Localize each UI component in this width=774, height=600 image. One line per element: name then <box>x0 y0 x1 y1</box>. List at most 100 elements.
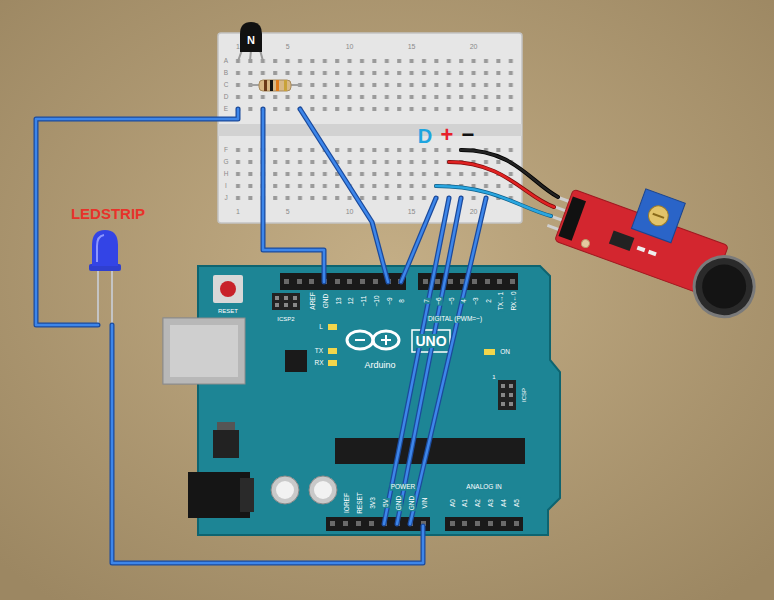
blue-wire-part-part <box>112 325 423 563</box>
sound-sensor-module-part <box>609 230 634 251</box>
sound-sensor-module-part <box>646 203 672 229</box>
arduino-board-part-part <box>497 279 502 284</box>
arduino-board-part <box>163 318 245 384</box>
led-symbol-part <box>97 270 99 325</box>
sound-sensor-module-part <box>686 248 763 325</box>
resistor-symbol-part <box>264 80 267 91</box>
arduino-board-part <box>484 349 495 355</box>
transistor-symbol <box>238 22 263 61</box>
pin-label: TX→1 <box>497 291 504 311</box>
blue-wire-part-part <box>401 198 436 282</box>
arduino-board-part-part <box>472 279 477 284</box>
pin-label: 13 <box>335 296 342 305</box>
sound-sensor-module-part <box>648 250 657 256</box>
led-label: TX <box>314 348 324 355</box>
pin-label: 8 <box>398 298 405 304</box>
arduino-board-part-part <box>450 521 455 526</box>
arduino-board-part-part <box>335 279 340 284</box>
blue-wire-part-part <box>410 198 486 524</box>
arduino-board-part-part <box>356 521 361 526</box>
arduino-board-part <box>213 275 243 303</box>
arduino-board-part <box>240 478 254 512</box>
sensor-wire-part <box>449 162 554 207</box>
column-number: 5 <box>286 208 290 215</box>
arduino-board-part <box>328 360 337 366</box>
arduino-board-part <box>498 380 516 410</box>
pin-label: A5 <box>514 498 521 508</box>
row-letter: C <box>224 82 229 89</box>
sensor-wire-part <box>436 186 551 216</box>
arduino-board-part <box>271 476 299 504</box>
pin-label: A1 <box>462 498 469 508</box>
header-label: ICSP <box>521 387 527 403</box>
pin-label: GND <box>408 495 415 511</box>
pin-label: ~3 <box>472 296 479 305</box>
blue-wire-part-part <box>397 198 461 524</box>
pin-label: IOREF <box>343 492 350 514</box>
arduino-board-part <box>347 331 373 349</box>
sensor-wire-part <box>449 162 554 207</box>
row-letter: G <box>223 159 228 166</box>
pin-label: 2 <box>485 298 492 304</box>
pin-label: A2 <box>475 498 482 508</box>
arduino-board-part <box>213 430 239 458</box>
pin-label: 3V3 <box>369 496 376 510</box>
row-letter: J <box>224 195 227 202</box>
component-label: LEDSTRIP <box>71 206 145 221</box>
column-number: 1 <box>236 43 240 50</box>
column-number: 10 <box>346 208 354 215</box>
breadboard-part <box>232 144 517 204</box>
led-symbol-part <box>97 235 104 262</box>
pin-label: 7 <box>423 298 430 304</box>
arduino-board-part <box>272 293 300 310</box>
sound-sensor-module-part <box>631 189 685 243</box>
arduino-board-part-part <box>373 279 378 284</box>
arduino-board-part-part <box>330 521 335 526</box>
arduino-board-part-part <box>369 521 374 526</box>
column-number: 15 <box>408 208 416 215</box>
arduino-board-part <box>373 331 399 349</box>
arduino-board-part <box>220 281 236 297</box>
arduino-board-part <box>276 481 294 499</box>
blue-wire-part-part <box>397 198 461 524</box>
led-symbol-part <box>111 270 113 325</box>
pin-label: ~6 <box>435 296 442 305</box>
arduino-board-part-part <box>284 279 289 284</box>
arduino-board-part <box>509 384 513 388</box>
blue-wire-part-part <box>300 109 388 282</box>
arduino-board-part <box>314 481 332 499</box>
arduino-board-part-part <box>462 521 467 526</box>
header-label: DIGITAL (PWM=~) <box>427 316 483 323</box>
pin-label: − <box>462 124 475 146</box>
row-letter: F <box>224 147 228 154</box>
sensor-wire-part <box>436 186 551 216</box>
arduino-board-part <box>328 348 337 354</box>
pin-label: RX←0 <box>510 290 517 311</box>
sensor-wire <box>436 150 558 216</box>
arduino-board-part-part <box>309 279 314 284</box>
arduino-board-part <box>328 324 337 330</box>
row-letter: E <box>224 106 228 113</box>
arduino-board-part <box>445 517 523 531</box>
pin-label: GND <box>395 495 402 511</box>
transistor-marking: N <box>247 35 255 46</box>
sound-sensor-module-part <box>696 258 752 314</box>
arduino-board-part <box>275 303 279 307</box>
led-label: ON <box>499 349 511 356</box>
arduino-board-part <box>275 296 279 300</box>
arduino-board-part-part <box>514 521 519 526</box>
pin-label: A0 <box>450 498 457 508</box>
arduino-board-part <box>198 266 560 535</box>
arduino-board-part <box>309 476 337 504</box>
row-letter: D <box>224 94 229 101</box>
transistor-symbol-part <box>240 22 262 52</box>
blue-wire-part-part <box>36 109 238 325</box>
blue-wire-part-part <box>401 198 436 282</box>
arduino-board-part-part <box>485 279 490 284</box>
arduino-board-part <box>163 318 245 384</box>
blue-wire-part-part <box>36 109 238 325</box>
blue-wire-part-part <box>263 109 324 282</box>
pin-label: ~5 <box>448 296 455 305</box>
arduino-board: UNOArduino <box>195 265 555 535</box>
pin-label: ~11 <box>360 295 367 308</box>
